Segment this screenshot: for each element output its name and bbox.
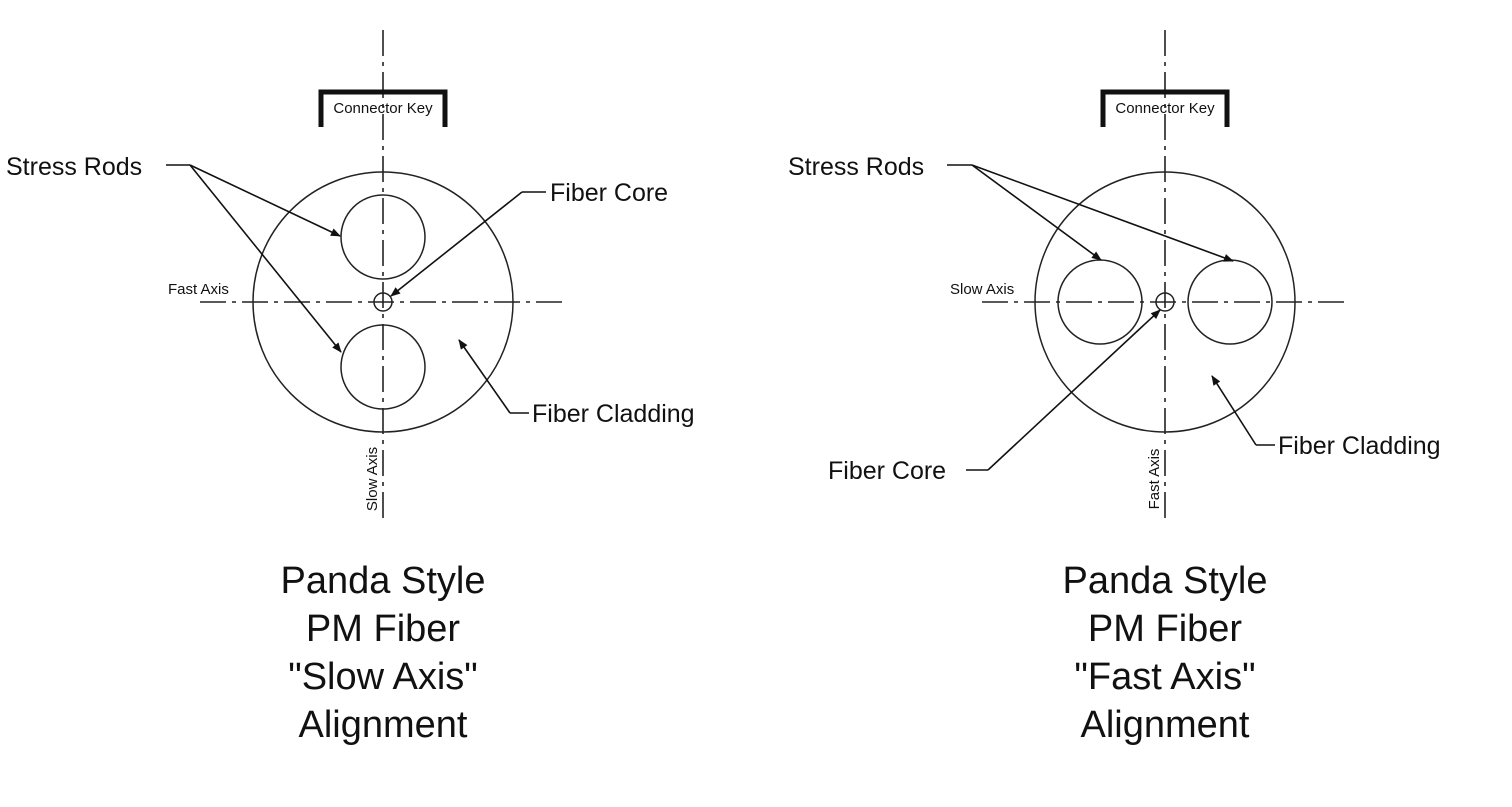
right-caption-line-3: "Fast Axis" xyxy=(1074,656,1256,698)
left-stress-rods-arrow-top xyxy=(189,164,341,237)
left-caption-line-3: "Slow Axis" xyxy=(288,656,478,698)
left-fiber-core xyxy=(373,292,393,312)
left-fiber-cladding xyxy=(252,171,514,433)
left-caption-line-1: Panda Style xyxy=(280,560,486,602)
right-connector-key-label: Connector Key xyxy=(1115,100,1215,117)
left-connector-key-label: Connector Key xyxy=(333,100,433,117)
left-horizontal-axis-label: Fast Axis xyxy=(168,281,229,298)
left-connector-key-bracket xyxy=(318,89,448,127)
right-vertical-axis-label: Fast Axis xyxy=(1146,449,1163,510)
left-fiber-cladding-label: Fiber Cladding xyxy=(532,400,695,428)
left-stress-rods-label: Stress Rods xyxy=(6,153,142,181)
left-diagram: Connector Key Stress Rods Fiber Core Fib… xyxy=(6,30,695,518)
left-fiber-core-label: Fiber Core xyxy=(550,179,668,207)
left-caption-line-2: PM Fiber xyxy=(305,608,461,650)
right-stress-rods-arrow-left xyxy=(971,164,1102,261)
right-caption-line-1: Panda Style xyxy=(1062,560,1268,602)
right-diagram: Connector Key Stress Rods Fiber Core Fib… xyxy=(788,30,1441,518)
left-stress-rods-arrow-bottom xyxy=(189,164,342,353)
right-horizontal-axis-label: Slow Axis xyxy=(950,281,1014,298)
right-fiber-core-label: Fiber Core xyxy=(828,457,946,485)
left-caption: Panda Style PM Fiber "Slow Axis" Alignme… xyxy=(183,557,583,749)
right-caption-line-4: Alignment xyxy=(1080,704,1250,746)
left-caption-line-4: Alignment xyxy=(298,704,468,746)
left-stress-rod-top xyxy=(340,194,426,280)
left-fiber-core-arrow xyxy=(390,191,523,297)
right-fiber-cladding-label: Fiber Cladding xyxy=(1278,432,1441,460)
right-connector-key-bracket xyxy=(1100,89,1230,127)
right-caption: Panda Style PM Fiber "Fast Axis" Alignme… xyxy=(965,557,1365,749)
left-fiber-cladding-arrow xyxy=(458,339,511,414)
right-fiber-core-arrow xyxy=(987,309,1161,471)
right-stress-rods-label: Stress Rods xyxy=(788,153,924,181)
right-fiber-core xyxy=(1155,292,1175,312)
right-fiber-cladding xyxy=(1034,171,1296,433)
left-stress-rod-bottom xyxy=(340,324,426,410)
right-fiber-cladding-arrow xyxy=(1211,375,1257,446)
right-caption-line-2: PM Fiber xyxy=(1087,608,1243,650)
left-vertical-axis-label: Slow Axis xyxy=(364,447,381,511)
right-stress-rods-arrow-right xyxy=(971,164,1234,262)
